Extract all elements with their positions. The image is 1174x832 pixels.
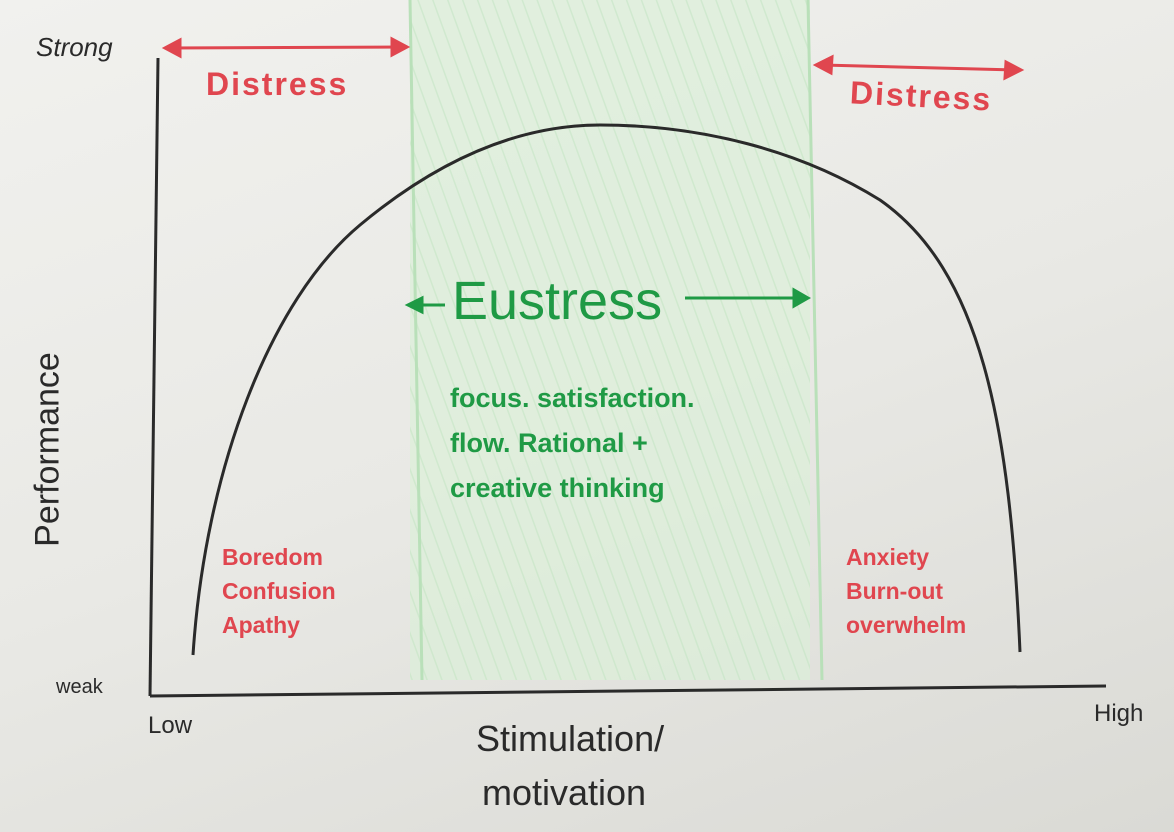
x-axis: [149, 684, 1107, 698]
state-apathy: Apathy: [222, 612, 300, 638]
right-distress-arrow: [812, 54, 1025, 81]
performance-curve: [191, 123, 1022, 656]
state-burn-out: Burn-out: [846, 578, 944, 604]
x-axis-right-label: High: [1094, 700, 1144, 727]
eustress-desc-line: flow. Rational +: [450, 428, 648, 458]
eustress-description: focus. satisfaction. flow. Rational + cr…: [450, 376, 695, 511]
high-stimulation-states: Anxiety Burn-out overwhelm: [846, 540, 966, 642]
eustress-label: Eustress: [452, 271, 663, 331]
state-overwhelm: overwhelm: [846, 612, 967, 638]
eustress-desc-line: focus. satisfaction.: [450, 383, 695, 413]
left-distress-arrow: [161, 36, 411, 59]
y-axis-bottom-label: weak: [56, 676, 103, 698]
eustress-band-hatching: [410, 0, 810, 680]
y-axis-top-label: Strong: [36, 32, 113, 62]
x-axis-title-line2: motivation: [482, 772, 647, 813]
state-anxiety: Anxiety: [846, 544, 930, 570]
eustress-arrows: [404, 287, 812, 315]
low-stimulation-states: Boredom Confusion Apathy: [222, 540, 336, 642]
y-axis-title: Performance: [28, 352, 67, 547]
right-distress-label: Distress: [849, 74, 994, 118]
y-axis: [148, 57, 160, 697]
left-distress-label: Distress: [206, 66, 349, 102]
x-axis-left-label: Low: [148, 712, 193, 739]
band-right-edge: [806, 0, 824, 681]
state-confusion: Confusion: [222, 578, 336, 604]
x-axis-title-line1: Stimulation/: [476, 718, 665, 759]
eustress-desc-line: creative thinking: [450, 473, 665, 503]
state-boredom: Boredom: [222, 544, 323, 570]
band-left-edge: [408, 0, 424, 681]
